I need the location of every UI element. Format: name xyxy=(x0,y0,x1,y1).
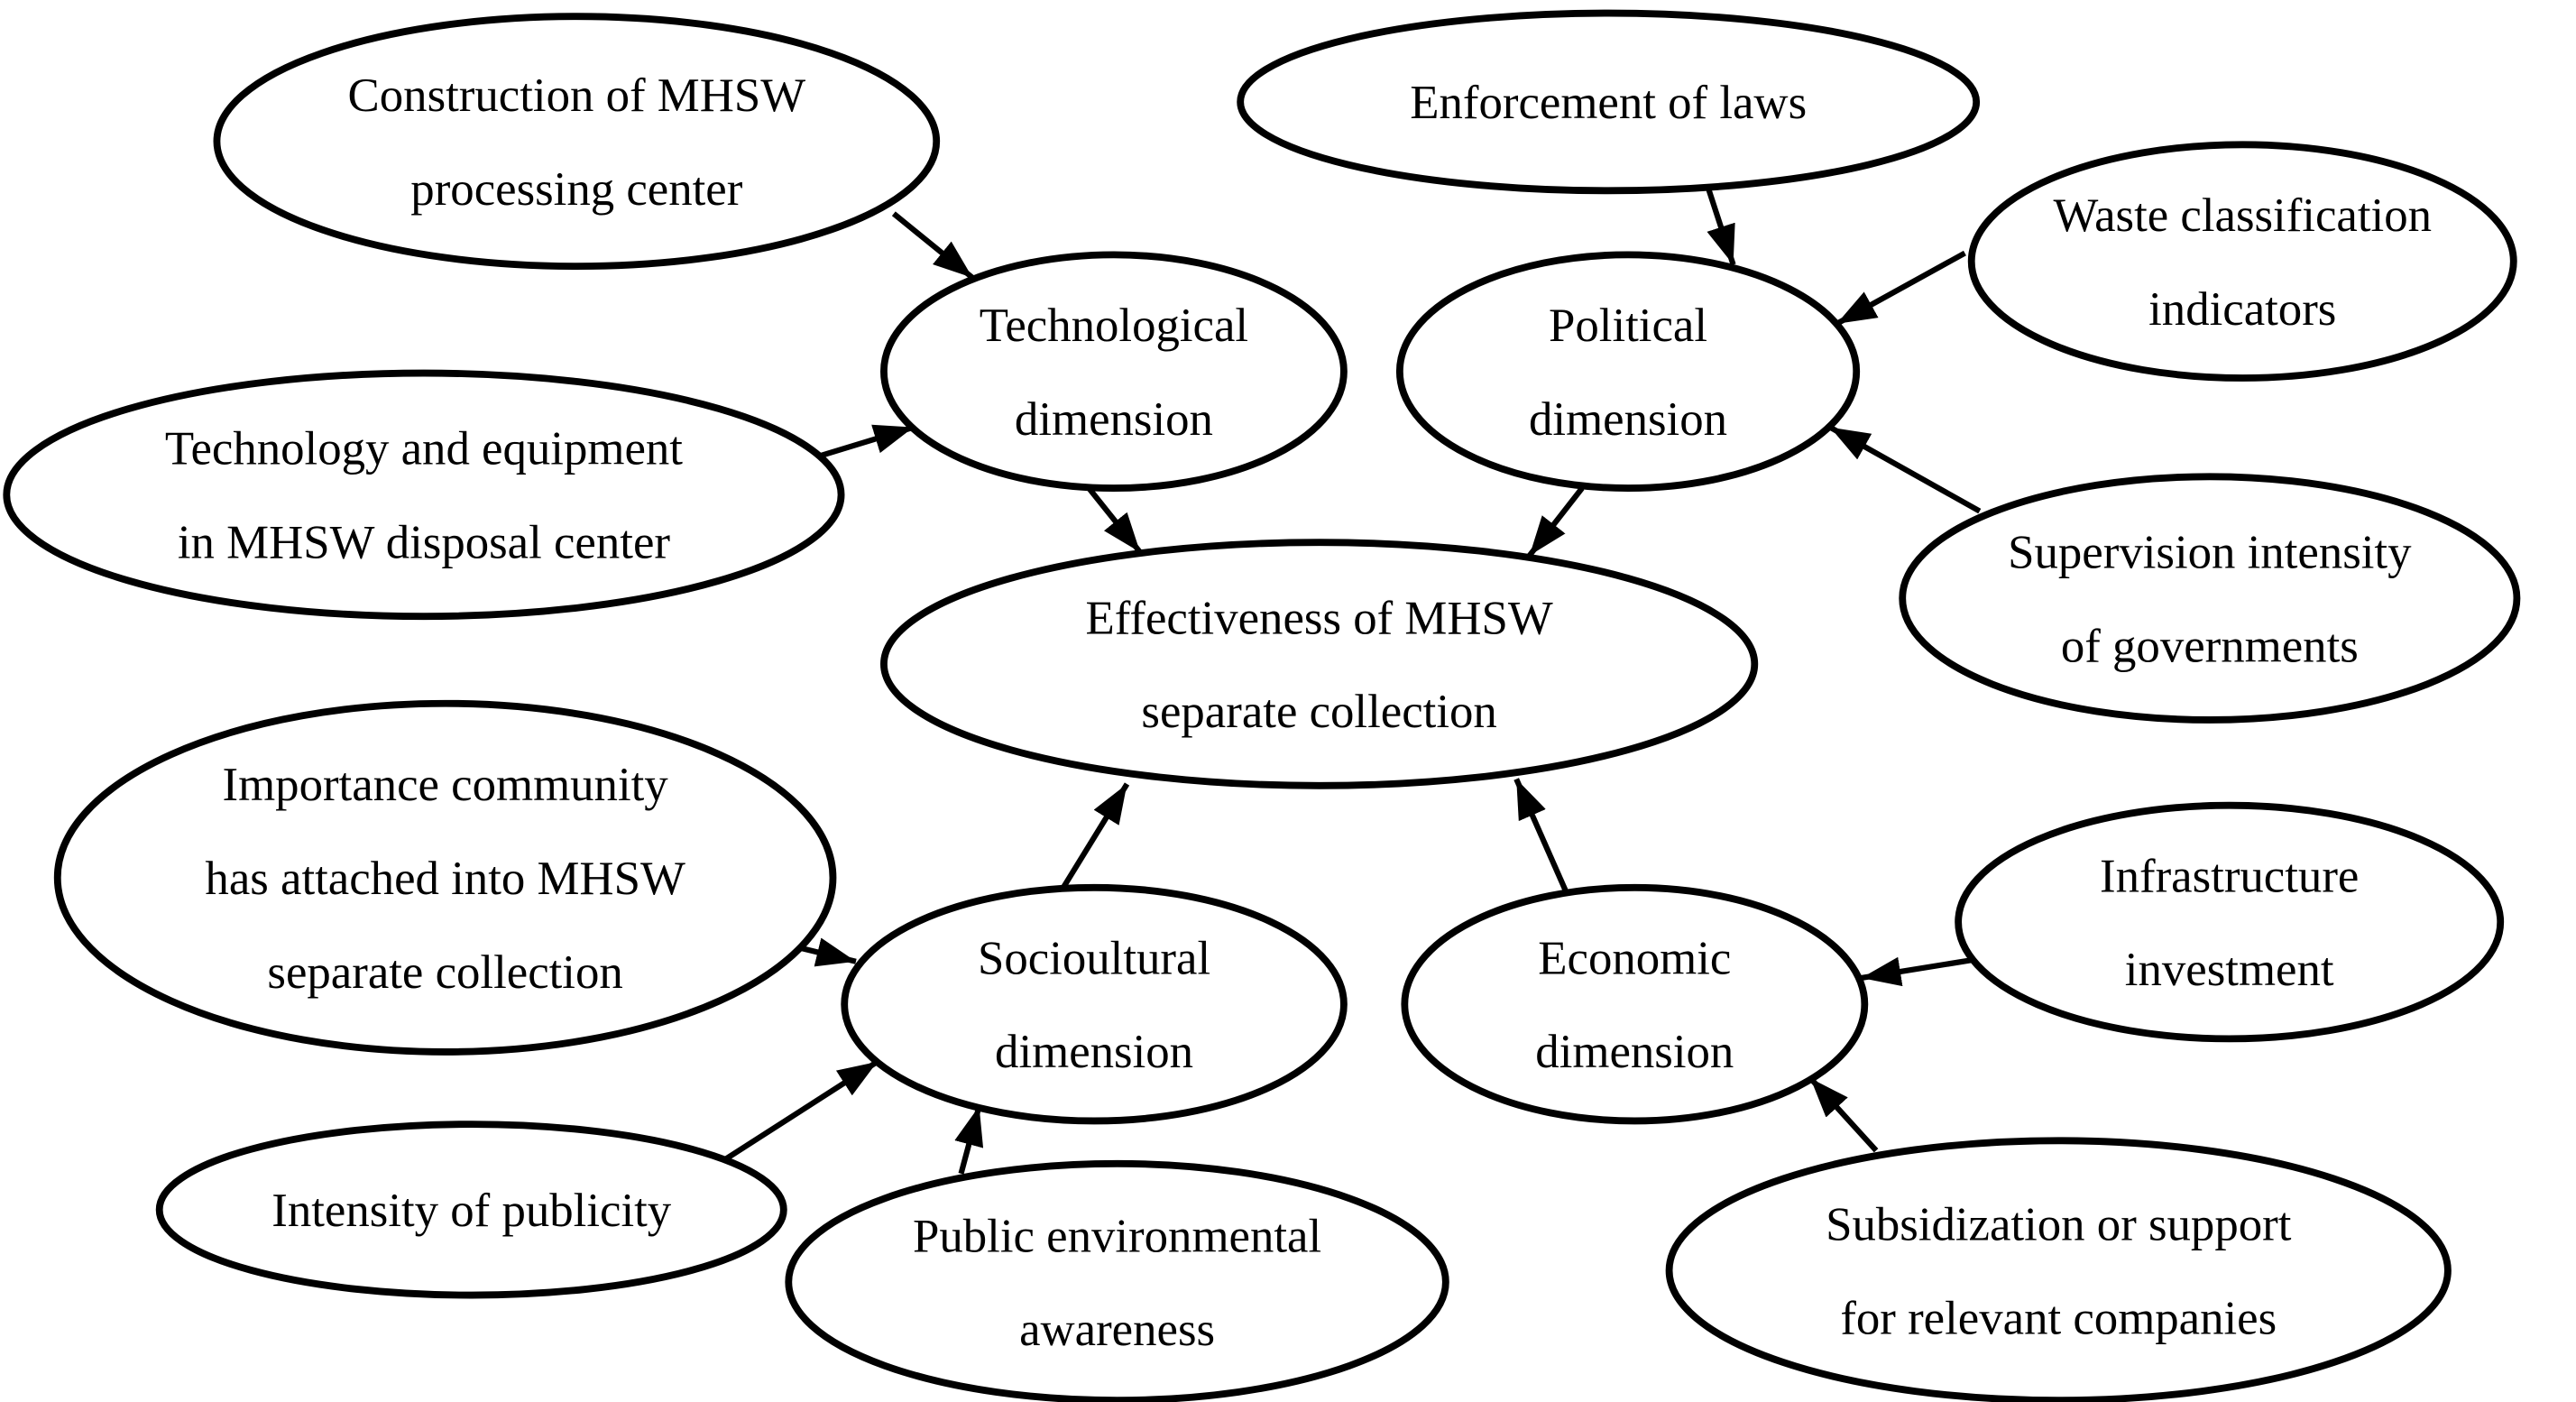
node-importance-ellipse xyxy=(53,699,837,1056)
arrow-awareness-to-sociocultural xyxy=(954,1105,984,1175)
edges-layer xyxy=(724,188,1982,1175)
node-construction-ellipse xyxy=(213,13,941,271)
arrow-sociocultural-to-effectiveness xyxy=(1059,782,1130,893)
arrow-technological-to-effectiveness xyxy=(1085,484,1143,555)
arrow-infrastructure-to-economic xyxy=(1861,956,1974,987)
node-waste-ellipse xyxy=(1967,141,2517,382)
node-enforcement-label: Enforcement of laws xyxy=(1410,77,1807,129)
node-awareness-ellipse xyxy=(785,1159,1449,1402)
node-subsidization-ellipse xyxy=(1665,1137,2452,1402)
arrow-publicity-to-sociocultural xyxy=(724,1059,879,1161)
node-effectiveness-ellipse xyxy=(880,539,1759,789)
node-economic-ellipse xyxy=(1401,883,1869,1125)
node-equipment-ellipse xyxy=(3,369,845,621)
node-publicity-label: Intensity of publicity xyxy=(271,1185,672,1237)
arrow-importance-to-sociocultural xyxy=(801,937,857,967)
arrow-political-to-effectiveness xyxy=(1527,486,1585,558)
node-publicity: Intensity of publicity xyxy=(155,1121,787,1299)
node-political-ellipse xyxy=(1395,251,1861,492)
arrow-waste-to-political xyxy=(1835,250,1966,327)
node-supervision-ellipse xyxy=(1899,473,2521,724)
arrow-supervision-to-political xyxy=(1828,424,1982,514)
arrow-economic-to-effectiveness xyxy=(1513,778,1569,892)
arrow-equipment-to-technological xyxy=(815,424,915,460)
arrow-subsidization-to-economic xyxy=(1808,1076,1879,1153)
node-publicity-ellipse xyxy=(155,1121,787,1299)
arrow-construction-to-technological xyxy=(891,211,975,281)
arrow-enforcement-to-political xyxy=(1706,188,1736,266)
node-infrastructure-ellipse xyxy=(1955,801,2505,1043)
node-sociocultural-ellipse xyxy=(841,883,1348,1125)
node-enforcement-ellipse xyxy=(1237,9,1981,195)
node-enforcement: Enforcement of laws xyxy=(1237,9,1981,195)
node-technological-ellipse xyxy=(880,251,1348,492)
